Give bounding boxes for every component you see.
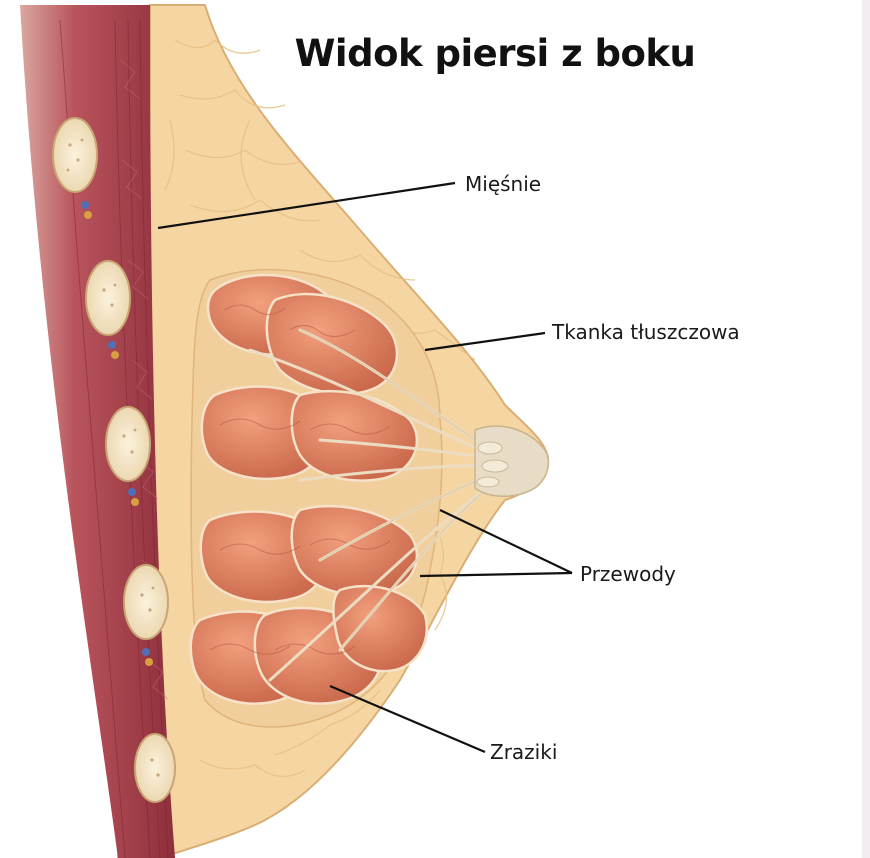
- rib: [124, 565, 168, 639]
- diagram-title: Widok piersi z boku: [255, 32, 735, 75]
- rib: [53, 118, 97, 192]
- rib: [86, 261, 130, 335]
- label-ducts: Przewody: [580, 562, 676, 586]
- rib: [106, 407, 150, 481]
- page-edge-strip: [862, 0, 870, 858]
- label-fatty-tissue: Tkanka tłuszczowa: [552, 320, 740, 344]
- label-muscles: Mięśnie: [465, 172, 541, 196]
- rib: [135, 734, 175, 802]
- label-lobules: Zraziki: [490, 740, 557, 764]
